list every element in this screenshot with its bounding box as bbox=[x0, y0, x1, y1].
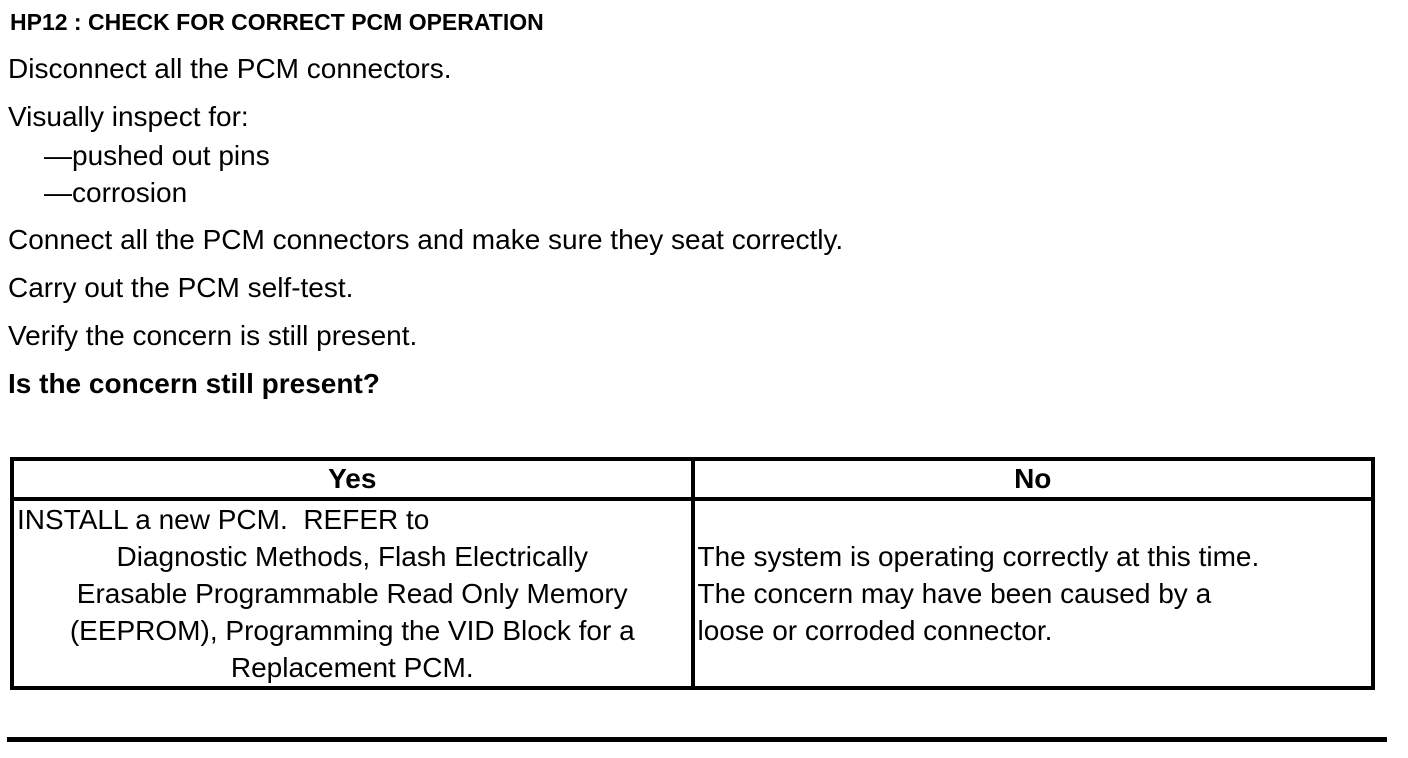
yes-header-cell: Yes bbox=[10, 457, 695, 501]
inspect-item-corrosion: —corrosion bbox=[44, 177, 188, 208]
instruction-disconnect: Disconnect all the PCM connectors. bbox=[8, 53, 452, 84]
no-action-line: The concern may have been caused by a bbox=[697, 578, 1212, 609]
no-action-line: The system is operating correctly at thi… bbox=[697, 541, 1260, 572]
instruction-connect: Connect all the PCM connectors and make … bbox=[8, 224, 844, 255]
no-action-cell: The system is operating correctly at thi… bbox=[690, 497, 1375, 690]
results-body-row: INSTALL a new PCM. REFER to Diagnostic M… bbox=[10, 497, 1375, 690]
no-header-cell: No bbox=[690, 457, 1375, 501]
inspect-list: —pushed out pins —corrosion bbox=[0, 137, 1408, 211]
yes-action-line: Diagnostic Methods, Flash Electrically bbox=[116, 541, 588, 572]
yes-action-line: INSTALL a new PCM. REFER to bbox=[17, 504, 430, 535]
page-divider-rule bbox=[7, 737, 1387, 742]
yes-action-line: Erasable Programmable Read Only Memory bbox=[76, 578, 628, 609]
inspect-item-pushed-out-pins: —pushed out pins bbox=[44, 140, 270, 171]
decision-question: Is the concern still present? bbox=[8, 368, 380, 399]
instruction-self-test: Carry out the PCM self-test. bbox=[8, 272, 354, 303]
yes-action-line: Replacement PCM. bbox=[230, 652, 474, 683]
results-header-row: Yes No bbox=[10, 457, 1375, 501]
instruction-visually-inspect: Visually inspect for: bbox=[8, 101, 249, 132]
procedure-title: HP12 : CHECK FOR CORRECT PCM OPERATION bbox=[10, 9, 544, 35]
instruction-verify-concern: Verify the concern is still present. bbox=[8, 320, 418, 351]
no-action-line: loose or corroded connector. bbox=[697, 615, 1053, 646]
yes-action-cell: INSTALL a new PCM. REFER to Diagnostic M… bbox=[10, 497, 695, 690]
yes-action-line: (EEPROM), Programming the VID Block for … bbox=[69, 615, 635, 646]
results-table: Yes No INSTALL a new PCM. REFER to Diagn… bbox=[10, 457, 1375, 690]
